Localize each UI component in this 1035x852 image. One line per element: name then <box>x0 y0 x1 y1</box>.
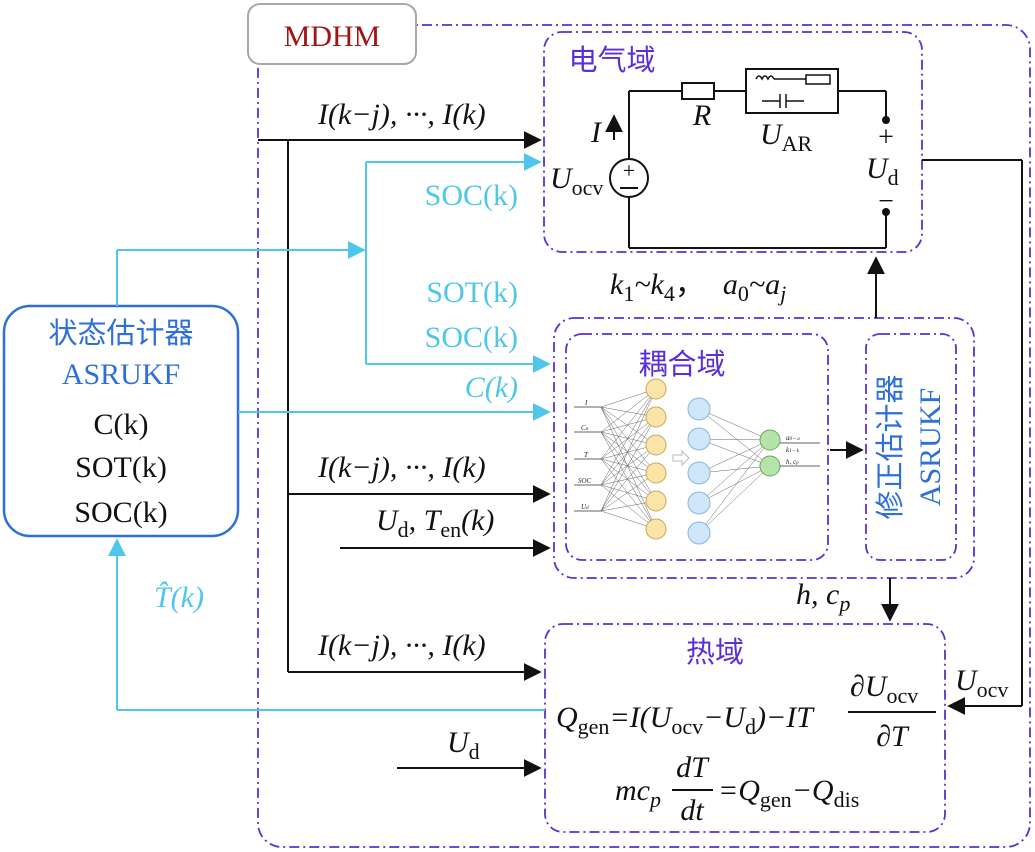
inductor-icon <box>755 75 775 81</box>
current-seq-label-bottom: I(k−j), ···, I(k) <box>317 629 486 662</box>
nn-input-label: I <box>584 399 588 407</box>
nn-node <box>645 434 667 456</box>
thermal-eq1-numerator: ∂Uocv <box>850 670 918 708</box>
nn-node <box>645 406 667 428</box>
state-estimator-box <box>2 304 240 538</box>
nn-node <box>687 491 711 515</box>
thermal-eq2-denominator: dt <box>680 794 704 827</box>
nn-output-lines <box>780 442 820 467</box>
nn-flow-arrow-icon <box>672 449 690 467</box>
thermal-equation-1: Qgen=I(Uocv−Ud)−IT <box>556 701 815 739</box>
ud-ten-label: Ud, Ten(k) <box>376 504 494 542</box>
capacitor-icon <box>762 94 804 108</box>
mdhm-label: MDHM <box>284 20 381 53</box>
coupling-domain-box <box>565 333 829 561</box>
cyan-signal-lines <box>108 153 551 711</box>
coupling-domain-title: 耦合域 <box>638 347 725 381</box>
uar-label: UAR <box>760 118 813 156</box>
nn-node <box>687 521 711 545</box>
current-label: I <box>590 116 603 149</box>
nn-input-label: SOC <box>578 477 592 485</box>
nn-input-labels: I Cn T SOC Ud <box>578 399 592 511</box>
circuit <box>628 90 887 249</box>
thermal-domain-title: 热域 <box>686 635 744 669</box>
uocv-right-label: Uocv <box>955 664 1008 702</box>
resistor-label: R <box>692 99 711 132</box>
terminal-minus: − <box>878 186 894 217</box>
terminal-plus: + <box>878 122 894 153</box>
electrical-domain-title: 电气域 <box>568 43 655 77</box>
nn-node <box>759 429 781 451</box>
resistor-icon <box>681 82 715 100</box>
nn-layer-2 <box>687 397 711 545</box>
state-estimator-title: 状态估计器 <box>48 316 193 350</box>
current-seq-label-top: I(k−j), ···, I(k) <box>317 98 486 131</box>
nn-node <box>687 427 711 451</box>
estimator-output-soc: SOC(k) <box>74 496 167 529</box>
nn-output-label: k1 ~ k <box>786 446 800 454</box>
uocv-label: Uocv <box>550 162 603 200</box>
nn-input-label: Cn <box>581 424 589 432</box>
black-signal-lines <box>258 131 1023 777</box>
nn-output-label: h, cp <box>786 458 799 466</box>
current-seq-label-mid: I(k−j), ···, I(k) <box>317 451 486 484</box>
uar-block <box>745 68 839 114</box>
mdhm-frame <box>257 24 1031 848</box>
thermal-equation-2: mcp <box>615 774 661 812</box>
thermal-eq1-denominator: ∂T <box>876 720 910 753</box>
nn-node <box>759 455 781 477</box>
estimator-output-sot: SOT(k) <box>75 451 167 484</box>
nn-node <box>687 397 711 421</box>
terminal-bottom <box>882 208 890 216</box>
soc-label-top: SOC(k) <box>425 179 518 212</box>
voltage-source-plus: + <box>623 158 635 183</box>
nn-node <box>687 461 711 485</box>
thermal-eq2-numerator: dT <box>676 751 710 784</box>
coupling-outer-box <box>553 317 975 579</box>
corrector-name: ASRUKF <box>914 388 947 506</box>
nn-node <box>645 378 667 400</box>
nn-node <box>645 518 667 540</box>
state-estimator-name: ASRUKF <box>62 358 180 391</box>
params-label: k1~k4，a0~aj <box>610 268 786 306</box>
c-label: C(k) <box>465 371 518 404</box>
that-label: T̂(k) <box>154 581 204 614</box>
neural-network: I Cn T SOC Ud <box>574 378 820 545</box>
terminal-top <box>882 116 890 124</box>
nn-input-label: Ud <box>581 503 589 511</box>
nn-node <box>645 490 667 512</box>
voltage-source-icon <box>609 158 649 198</box>
soc-label-mid: SOC(k) <box>425 321 518 354</box>
electrical-domain-box <box>543 31 923 253</box>
ud-label: Ud <box>866 152 899 190</box>
nn-output-labels: a0 ~ a k1 ~ k h, cp <box>786 434 800 466</box>
thermal-domain-box <box>544 623 946 833</box>
nn-output-layer <box>759 429 781 477</box>
nn-node <box>645 462 667 484</box>
sot-label: SOT(k) <box>426 276 518 309</box>
nn-connections <box>600 388 771 534</box>
nn-output-label: a0 ~ a <box>786 434 800 442</box>
estimator-output-c: C(k) <box>94 408 149 441</box>
thermal-eq2-rhs: =Qgen−Qdis <box>718 774 859 812</box>
ud-thermal-label: Ud <box>447 726 480 764</box>
hcp-label: h, cp <box>796 578 850 616</box>
nn-input-lines <box>574 406 601 512</box>
corrector-title: 修正估计器 <box>873 374 907 519</box>
corrector-box <box>865 333 957 561</box>
nn-input-label: T <box>584 451 589 459</box>
mdhm-label-box <box>247 3 417 65</box>
nn-layer-1 <box>645 378 667 540</box>
